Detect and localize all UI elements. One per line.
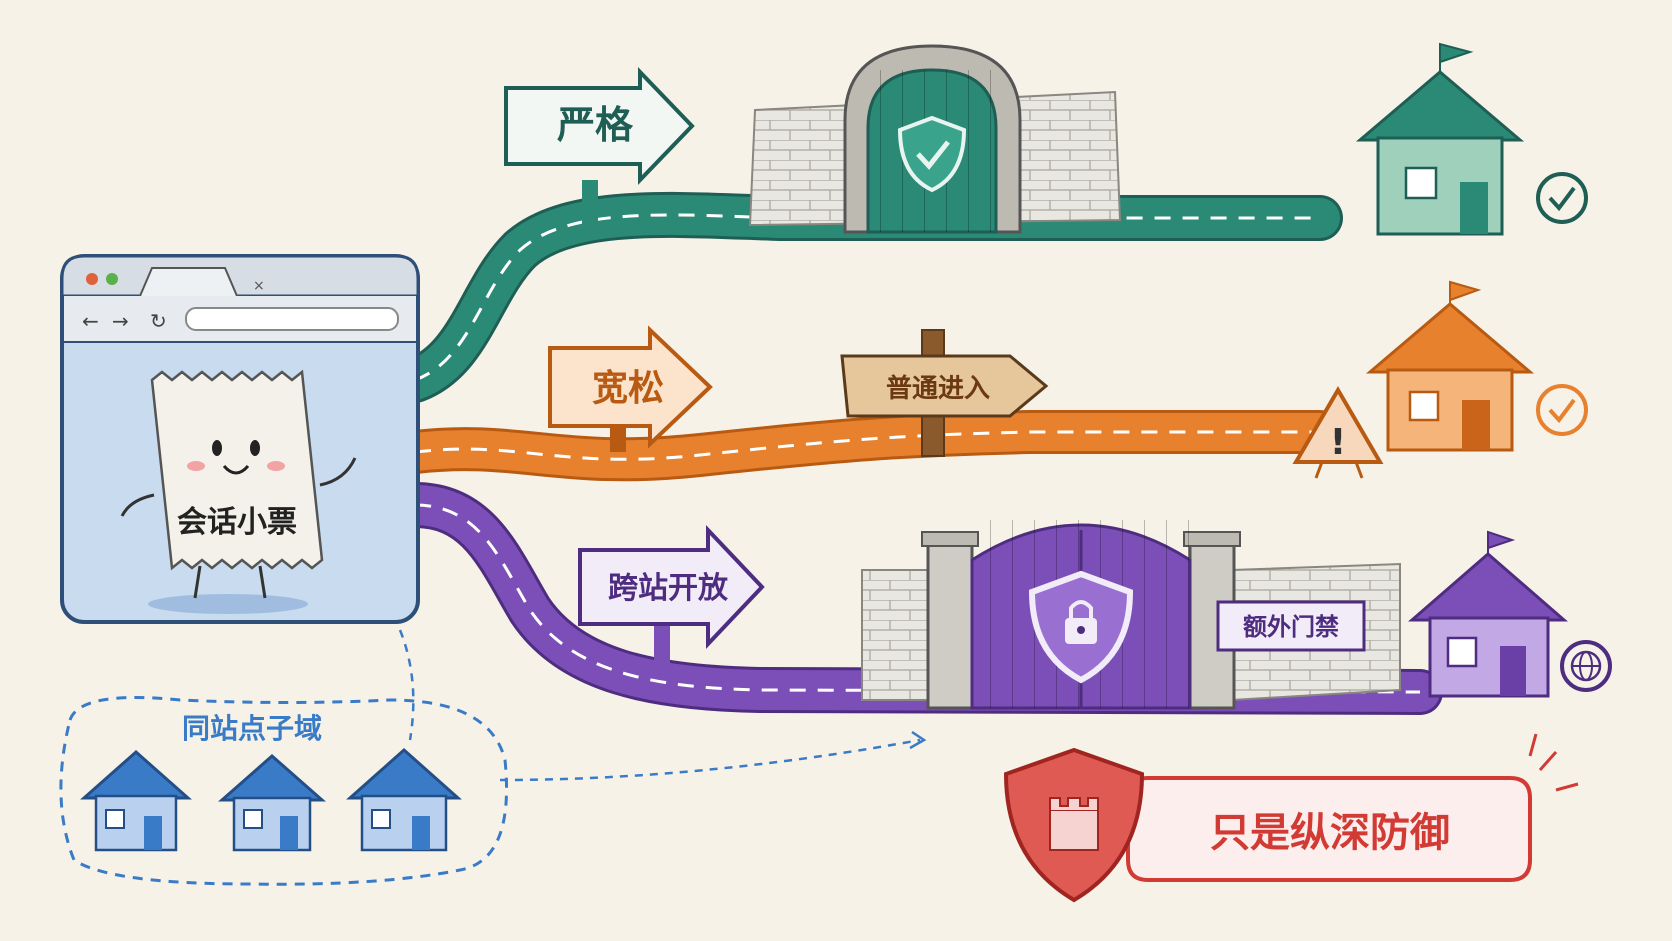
sign-normal-entry: 普通进入 bbox=[840, 329, 1049, 457]
tab-close-icon: × bbox=[253, 278, 265, 294]
sign-strict: 严格 bbox=[504, 67, 695, 226]
strict-wall-gate bbox=[748, 44, 1122, 234]
ticket-label: 会话小票 bbox=[177, 505, 297, 540]
sign-lax-label: 宽松 bbox=[592, 367, 664, 409]
sign-extra-gate: 额外门禁 bbox=[1216, 600, 1366, 652]
road-lax bbox=[393, 410, 1342, 482]
subdomain-house-3 bbox=[346, 747, 462, 852]
road-none bbox=[392, 482, 1443, 715]
window-min-dot bbox=[106, 273, 118, 285]
shield-check-icon bbox=[897, 115, 967, 193]
subdomain-house-2 bbox=[218, 754, 326, 852]
address-bar bbox=[185, 307, 399, 331]
subdomain-group: 同站点子域 bbox=[59, 629, 927, 886]
sign-strict-label: 严格 bbox=[557, 103, 634, 147]
defense-callout: 只是纵深防御 bbox=[1003, 733, 1579, 903]
subdomain-house-1 bbox=[80, 749, 192, 852]
house-cross-site bbox=[1407, 530, 1569, 698]
session-ticket: 会话小票 bbox=[120, 369, 357, 614]
globe-icon bbox=[1560, 640, 1612, 692]
sign-cross-site-label: 跨站开放 bbox=[608, 571, 729, 606]
reload-icon: ↻ bbox=[150, 309, 167, 333]
house-lax bbox=[1365, 280, 1535, 452]
defense-label: 只是纵深防御 bbox=[1210, 810, 1450, 856]
svg-text:!: ! bbox=[1330, 422, 1346, 463]
house-strict bbox=[1355, 42, 1525, 236]
sign-cross-site: 跨站开放 bbox=[578, 524, 765, 668]
sign-normal-entry-label: 普通进入 bbox=[886, 373, 990, 404]
back-icon: ← bbox=[82, 309, 99, 333]
window-close-dot bbox=[86, 273, 98, 285]
warning-sign-icon: ! bbox=[1292, 386, 1384, 479]
sign-extra-gate-label: 额外门禁 bbox=[1243, 613, 1339, 641]
check-circle-icon bbox=[1536, 172, 1588, 224]
forward-icon: → bbox=[112, 309, 129, 333]
subdomain-label: 同站点子域 bbox=[182, 712, 322, 745]
check-circle-icon-lax bbox=[1536, 384, 1588, 436]
sign-lax: 宽松 bbox=[548, 325, 713, 452]
road-strict bbox=[392, 191, 1343, 403]
